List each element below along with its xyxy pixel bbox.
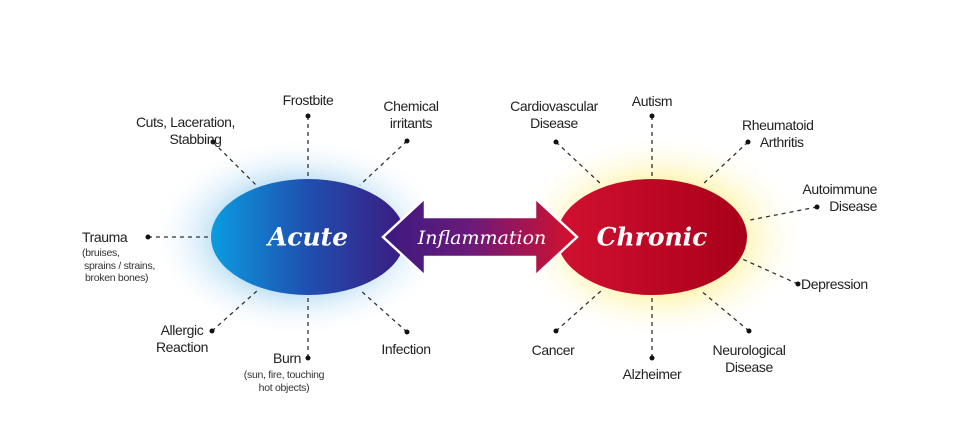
- label-alzheimer: Alzheimer: [622, 366, 682, 382]
- chronic-title: Chronic: [596, 222, 708, 252]
- double-arrow: [381, 195, 579, 279]
- label-trauma: Trauma: [82, 229, 128, 245]
- label-depression: Depression: [801, 276, 868, 292]
- inflammation-label: Inflammation: [417, 227, 547, 249]
- label-burn: Burn: [273, 350, 301, 366]
- label-cancer: Cancer: [531, 342, 575, 358]
- chronic-ellipse: [557, 179, 747, 295]
- connector-lines: [148, 116, 818, 358]
- acute-title: Acute: [267, 222, 349, 252]
- label-frostbite: Frostbite: [282, 92, 334, 108]
- connector-dots: [145, 113, 820, 361]
- trauma-details: (bruises,sprains / strains,broken bones): [82, 247, 156, 284]
- label-autism: Autism: [631, 93, 673, 109]
- label-cuts: Cuts, Laceration,Stabbing: [135, 114, 235, 147]
- label-infection: Infection: [381, 341, 431, 357]
- acute-ellipse: [211, 179, 405, 295]
